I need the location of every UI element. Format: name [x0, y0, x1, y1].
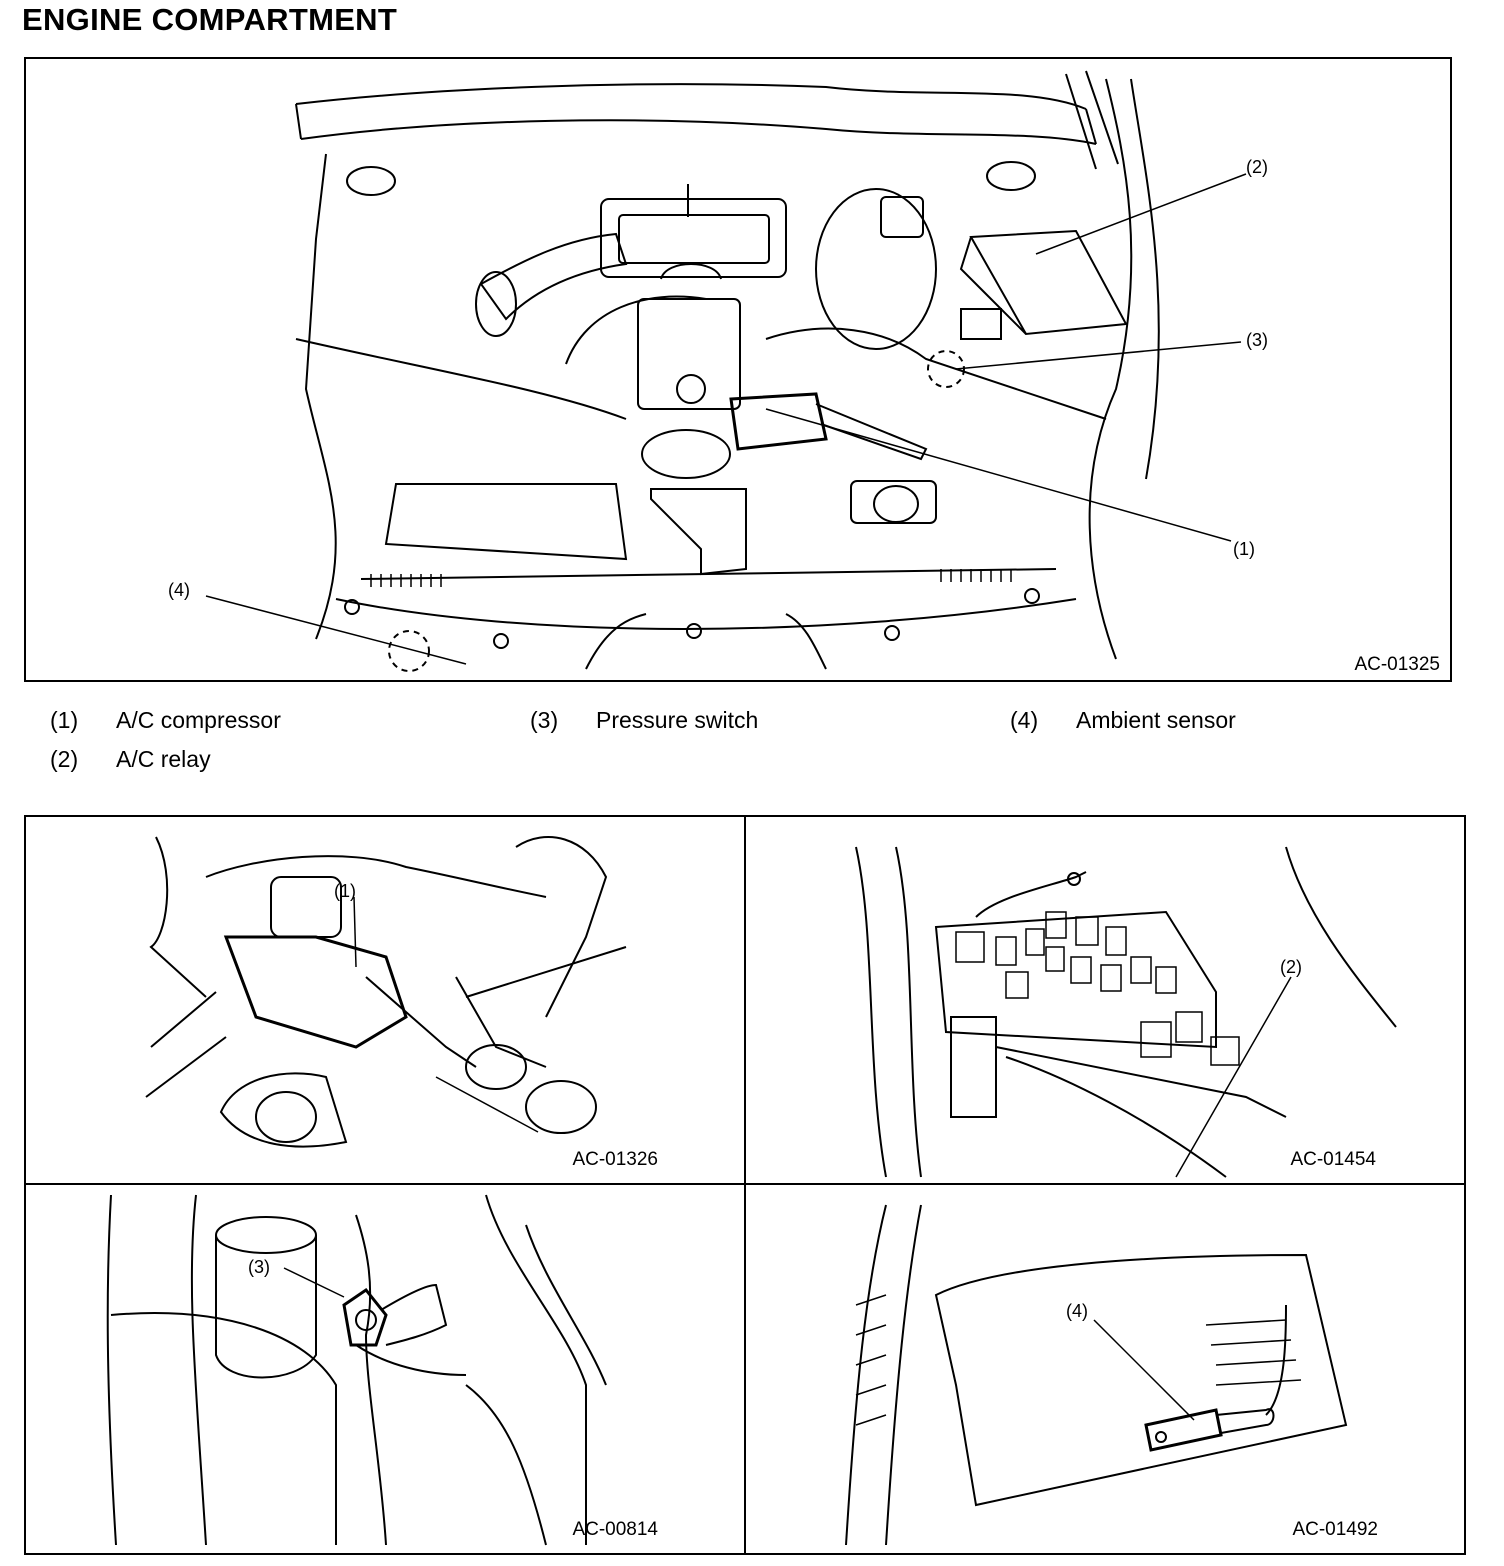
legend-item-2: (2) A/C relay — [50, 746, 470, 776]
detail-callout-2: (2) — [1280, 957, 1302, 977]
legend-number: (3) — [530, 707, 559, 733]
detail-callout-3: (3) — [248, 1257, 270, 1277]
figure-id: AC-01454 — [1290, 1149, 1376, 1170]
main-figure-panel: (2) (3) (1) (4) AC-01325 — [24, 57, 1452, 682]
legend-label: Pressure switch — [596, 707, 759, 733]
figure-id: AC-01325 — [1354, 654, 1440, 675]
main-callout-1: (1) — [1233, 539, 1255, 559]
pressure-switch-detail-drawing: (3) — [106, 1194, 607, 1546]
legend-number: (1) — [50, 707, 79, 733]
legend-item-4: (4) Ambient sensor — [1010, 707, 1430, 737]
figure-id: AC-01492 — [1292, 1519, 1378, 1540]
legend-item-3: (3) Pressure switch — [530, 707, 950, 737]
detail-panel-relay: (2) AC-01454 — [744, 815, 1466, 1185]
main-callout-3: (3) — [1246, 330, 1268, 350]
detail-callout-4: (4) — [1066, 1301, 1088, 1321]
legend-item-1: (1) A/C compressor — [50, 707, 470, 737]
figure-id: AC-01326 — [572, 1149, 658, 1170]
main-callout-4: (4) — [168, 580, 190, 600]
relay-detail-drawing: (2) — [855, 846, 1397, 1178]
figure-id: AC-00814 — [572, 1519, 658, 1540]
legend-label: A/C relay — [116, 746, 211, 772]
compressor-detail-drawing: (1) — [145, 836, 627, 1148]
detail-panel-compressor: (1) AC-01326 — [24, 815, 746, 1185]
engine-compartment-drawing: (2) (3) (1) (4) — [168, 70, 1268, 672]
page-title: ENGINE COMPARTMENT — [22, 2, 398, 37]
detail-panel-ambient-sensor: (4) AC-01492 — [744, 1183, 1466, 1555]
legend-label: Ambient sensor — [1076, 707, 1236, 733]
legend-label: A/C compressor — [116, 707, 281, 733]
ambient-sensor-detail-drawing: (4) — [845, 1204, 1348, 1546]
legend-number: (4) — [1010, 707, 1039, 733]
detail-callout-1: (1) — [334, 881, 356, 901]
detail-panel-pressure-switch: (3) AC-00814 — [24, 1183, 746, 1555]
main-callout-2: (2) — [1246, 157, 1268, 177]
legend-number: (2) — [50, 746, 79, 772]
